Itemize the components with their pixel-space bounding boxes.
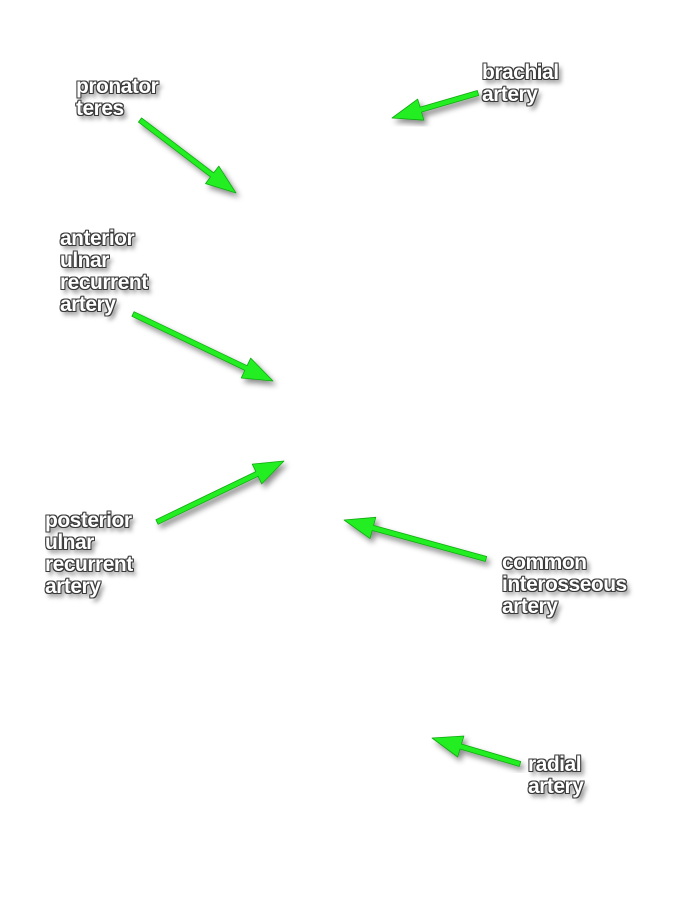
label-anterior-ulnar-recurrent-artery-line-3: recurrent xyxy=(60,271,148,294)
arrow-shape xyxy=(391,90,480,121)
label-anterior-ulnar-recurrent-artery-line-1: anterior xyxy=(60,227,135,250)
label-anterior-ulnar-recurrent-artery-line-4: artery xyxy=(60,293,116,316)
label-pronator-teres-line-1: pronator xyxy=(76,75,159,98)
label-posterior-ulnar-recurrent-artery-line-3: recurrent xyxy=(45,553,133,576)
label-brachial-artery-line-1: brachial xyxy=(482,61,559,84)
label-common-interosseous-artery-line-3: artery xyxy=(502,595,558,618)
label-brachial-artery: brachial artery xyxy=(482,62,559,106)
label-common-interosseous-artery-line-1: common xyxy=(502,551,587,574)
label-radial-artery: radial artery xyxy=(528,753,584,798)
label-posterior-ulnar-recurrent-artery-line-1: posterior xyxy=(45,509,132,532)
arrow-pronator-teres xyxy=(137,117,237,194)
label-posterior-ulnar-recurrent-artery-line-4: artery xyxy=(45,575,101,598)
label-posterior-ulnar-recurrent-artery-line-2: ulnar xyxy=(45,531,94,554)
arrow-posterior-ulnar-recurrent-artery xyxy=(155,460,285,525)
arrow-shape xyxy=(155,460,285,525)
label-common-interosseous-artery-line-2: interosseous xyxy=(502,573,627,596)
label-posterior-ulnar-recurrent-artery: posterior ulnar recurrent artery xyxy=(45,510,133,598)
arrow-shape xyxy=(343,516,488,562)
arrow-shape xyxy=(137,117,237,194)
label-anterior-ulnar-recurrent-artery: anterior ulnar recurrent artery xyxy=(60,228,148,316)
arrow-shape xyxy=(431,735,522,767)
label-pronator-teres-line-2: teres xyxy=(76,97,124,120)
label-radial-artery-line-1: radial xyxy=(528,753,582,776)
arrow-anterior-ulnar-recurrent-artery xyxy=(131,311,274,382)
label-radial-artery-line-2: artery xyxy=(528,775,584,798)
label-brachial-artery-line-2: artery xyxy=(482,83,538,106)
arrow-shape xyxy=(131,311,274,382)
arrow-radial-artery xyxy=(431,735,522,767)
arrow-brachial-artery xyxy=(391,90,480,121)
arrow-common-interosseous-artery xyxy=(343,516,488,562)
label-pronator-teres: pronator teres xyxy=(76,75,159,120)
label-anterior-ulnar-recurrent-artery-line-2: ulnar xyxy=(60,249,109,272)
label-common-interosseous-artery: common interosseous artery xyxy=(502,552,627,618)
